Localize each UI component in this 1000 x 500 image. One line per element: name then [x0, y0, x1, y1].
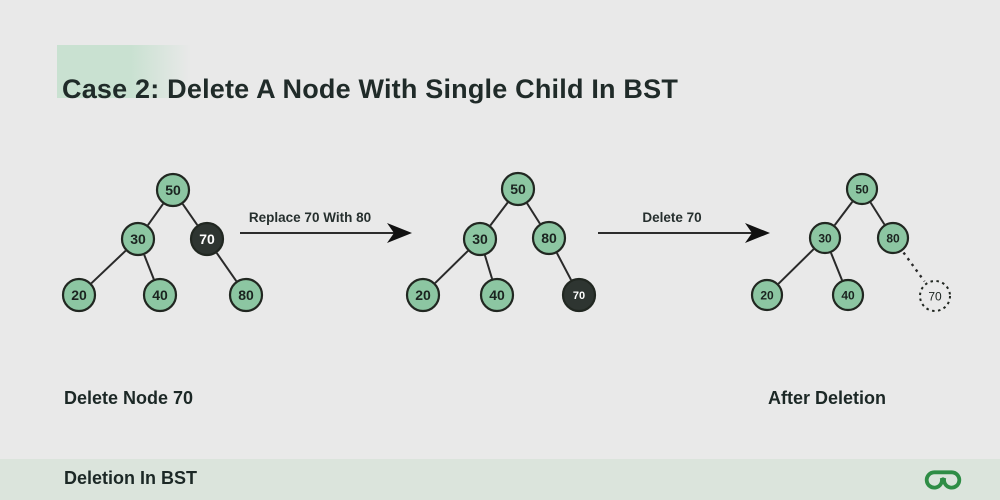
tree-node-value: 50: [165, 182, 181, 198]
tree-node-value: 30: [130, 231, 146, 247]
tree-edge: [143, 254, 155, 280]
tree-edge: [526, 202, 541, 225]
tree-initial-tree: 50 30 70 20 40 80: [61, 172, 264, 313]
tree-after-deletion-tree: 50 30 80 20 40 70: [750, 172, 951, 312]
tree-node-value: 40: [489, 287, 505, 303]
tree-node-20: 20: [61, 277, 97, 313]
tree-edge: [869, 201, 886, 226]
tree-node-20: 20: [750, 278, 784, 312]
page-title: Case 2: Delete A Node With Single Child …: [62, 74, 679, 105]
tree-node-50: 50: [845, 172, 879, 206]
title-highlight: [57, 45, 191, 98]
tree-node-circle: [479, 277, 515, 313]
tree-replaced-tree: 50 30 80 20 40 70: [405, 171, 597, 313]
tree-edge: [215, 252, 238, 282]
flow-arrow: Replace 70 With 80: [240, 210, 412, 243]
tree-node-value: 80: [886, 231, 900, 245]
tree-node-30: 30: [808, 221, 842, 255]
flow-arrowhead: [745, 223, 770, 243]
tree-node-circle: [228, 277, 264, 313]
tree-edge: [147, 203, 164, 226]
tree-node-30: 30: [462, 221, 498, 257]
tree-node-circle: [155, 172, 191, 208]
tree-node-circle: [808, 221, 842, 255]
tree-node-50: 50: [500, 171, 536, 207]
caption-delete-node-70: Delete Node 70: [64, 388, 194, 408]
flow-arrow-label: Delete 70: [642, 210, 701, 225]
tree-edge: [483, 254, 494, 280]
flow-arrow: Delete 70: [598, 210, 770, 243]
tree-node-value: 40: [841, 288, 855, 302]
tree-edge: [556, 252, 572, 281]
flow-arrow-label: Replace 70 With 80: [249, 210, 371, 225]
tree-edge: [902, 251, 926, 283]
tree-node-40: 40: [831, 278, 865, 312]
tree-node-circle: [120, 221, 156, 257]
tree-edge: [489, 201, 509, 227]
tree-node-circle: [561, 277, 597, 313]
tree-node-40: 40: [142, 277, 178, 313]
tree-node-value: 20: [760, 288, 774, 302]
footer-bar: Deletion In BST: [0, 459, 1000, 500]
tree-node-circle: [531, 220, 567, 256]
tree-node-circle: [189, 221, 225, 257]
tree-node-value: 70: [199, 231, 215, 247]
geeksforgeeks-logo-icon: [924, 470, 962, 490]
tree-node-circle: [919, 280, 951, 312]
tree-node-circle: [876, 221, 910, 255]
tree-edge: [181, 203, 199, 226]
tree-edge: [777, 248, 815, 285]
tree-node-circle: [500, 171, 536, 207]
tree-node-80: 80: [876, 221, 910, 255]
tree-node-value: 30: [472, 231, 488, 247]
caption-after-deletion: After Deletion: [768, 388, 887, 408]
tree-edge: [90, 249, 127, 285]
tree-node-value: 20: [71, 287, 87, 303]
tree-node-30: 30: [120, 221, 156, 257]
tree-node-value: 50: [855, 182, 869, 196]
tree-node-circle: [142, 277, 178, 313]
tree-node-circle: [831, 278, 865, 312]
tree-node-80: 80: [228, 277, 264, 313]
tree-node-circle: [61, 277, 97, 313]
tree-edge: [434, 250, 469, 284]
flow-arrowhead: [387, 223, 412, 243]
tree-node-40: 40: [479, 277, 515, 313]
tree-node-20: 20: [405, 277, 441, 313]
tree-node-50: 50: [155, 172, 191, 208]
tree-node-value: 20: [415, 287, 431, 303]
tree-node-circle: [462, 221, 498, 257]
tree-node-value: 70: [573, 290, 585, 302]
tree-edge: [830, 252, 843, 281]
tree-edge: [833, 201, 854, 226]
tree-node-70: 70: [189, 221, 225, 257]
footer-title: Deletion In BST: [64, 468, 198, 488]
tree-node-80: 80: [531, 220, 567, 256]
tree-node-70: 70: [561, 277, 597, 313]
tree-node-value: 80: [238, 287, 254, 303]
tree-node-value: 50: [510, 181, 526, 197]
tree-node-circle: [845, 172, 879, 206]
tree-node-circle: [405, 277, 441, 313]
tree-node-value: 70: [928, 289, 942, 303]
tree-node-70: 70: [919, 280, 951, 312]
tree-node-value: 40: [152, 287, 168, 303]
tree-node-circle: [750, 278, 784, 312]
tree-node-value: 80: [541, 230, 557, 246]
tree-node-value: 30: [818, 231, 832, 245]
